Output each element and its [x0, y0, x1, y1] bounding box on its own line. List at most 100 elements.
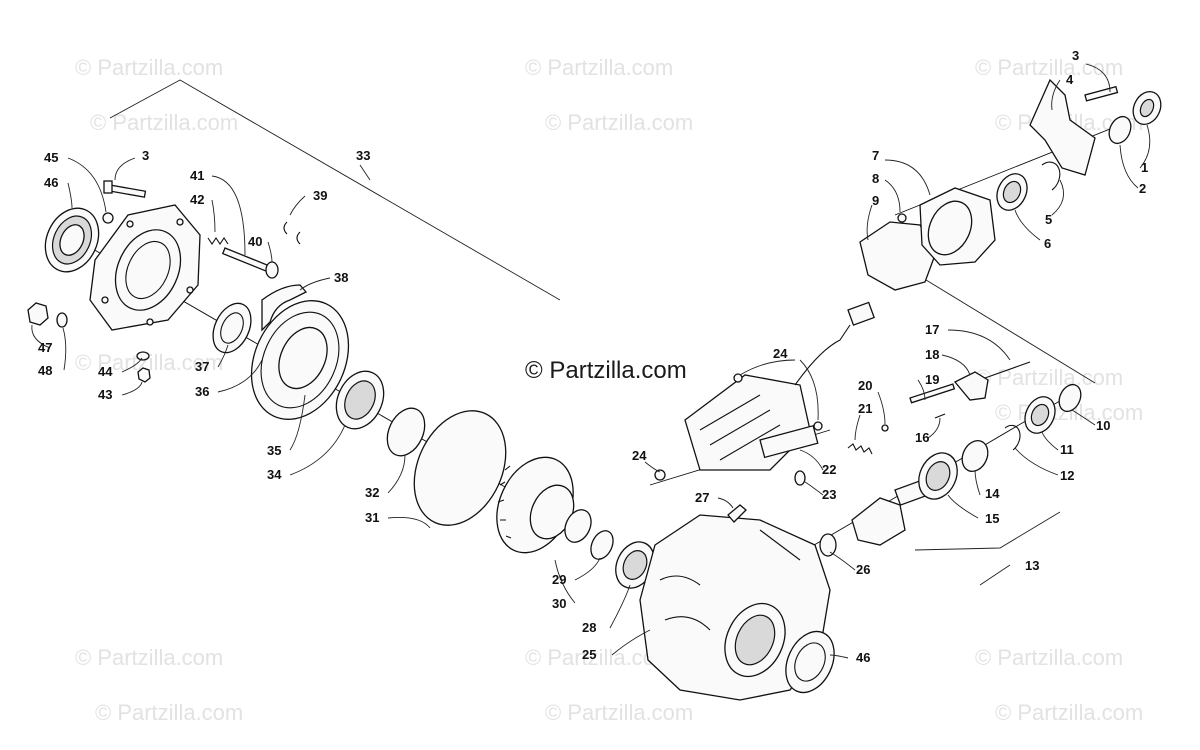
callout-3-left: 3 [142, 148, 149, 163]
leader-25 [611, 629, 651, 656]
bearing-15-inner [925, 461, 951, 491]
pins-39 [283, 221, 301, 245]
cover-bolt-hole [176, 218, 184, 226]
leader-18 [941, 354, 971, 376]
cover-bolt-hole [126, 220, 134, 228]
watermark: © Partzilla.com [995, 700, 1143, 725]
watermark: © Partzilla.com [95, 700, 243, 725]
watermark: © Partzilla.com [975, 365, 1123, 390]
drain-plug-47 [27, 302, 49, 326]
leader-24a [739, 359, 796, 376]
gasket-9 [859, 221, 936, 291]
bearing-35-inner [344, 380, 376, 420]
seal-46-right-inner [794, 642, 826, 682]
actuator-assembly-22 [654, 301, 875, 486]
callout-30: 30 [552, 596, 566, 611]
callout-15: 15 [985, 511, 999, 526]
bolt-3 [108, 184, 147, 198]
shim-32 [386, 407, 426, 457]
leader-24b [799, 359, 819, 421]
actuator-wire [794, 324, 851, 386]
ball-20 [881, 424, 889, 432]
bracket-13-tick [979, 564, 1011, 586]
callout-44: 44 [98, 364, 113, 379]
leader-lines [31, 63, 1151, 659]
spring-21 [847, 443, 873, 455]
bearing-28-inner [622, 550, 648, 580]
spacer-14 [961, 439, 989, 473]
bearing-11-inner [1030, 403, 1050, 427]
callout-14: 14 [985, 486, 1000, 501]
leader-46b [829, 654, 849, 659]
watermark: © Partzilla.com [75, 55, 223, 80]
watermark: © Partzilla.com [545, 700, 693, 725]
callout-7: 7 [872, 148, 879, 163]
differential-assembly [496, 456, 655, 589]
leader-14 [974, 469, 981, 496]
actuator-detail [699, 394, 781, 461]
dowel-8 [897, 213, 907, 223]
fork-18 [953, 371, 989, 401]
callout-18: 18 [925, 347, 939, 362]
bracket-33 [109, 79, 561, 301]
callout-13: 13 [1025, 558, 1039, 573]
bolt-3-right [1084, 85, 1119, 102]
flange-1-inner [1139, 98, 1155, 118]
leader-23 [804, 481, 824, 496]
watermark: © Partzilla.com [975, 645, 1123, 670]
callout-27: 27 [695, 490, 709, 505]
left-cover-bore [114, 229, 182, 311]
ring-plate-36-slots [260, 311, 340, 409]
watermark-layer: © Partzilla.com © Partzilla.com © Partzi… [75, 55, 1143, 725]
snap-ring-5 [1041, 161, 1061, 191]
leader-3 [1085, 63, 1111, 93]
leader-6 [1014, 209, 1041, 241]
callout-3: 3 [1072, 48, 1079, 63]
leader-30 [554, 559, 576, 604]
callout-36: 36 [195, 384, 209, 399]
diff-hub [564, 509, 592, 543]
shaft-19 [909, 383, 956, 404]
callout-43: 43 [98, 387, 112, 402]
callout-23: 23 [822, 487, 836, 502]
washer-48 [56, 312, 68, 328]
leader-48 [62, 327, 67, 371]
callout-9: 9 [872, 193, 879, 208]
callout-28: 28 [582, 620, 596, 635]
leader-22 [799, 449, 824, 471]
main-housing-25 [639, 504, 837, 701]
callout-6: 6 [1044, 236, 1051, 251]
group-brackets [109, 79, 1096, 586]
bolt-43 [137, 367, 151, 383]
callout-26: 26 [856, 562, 870, 577]
callout-40: 40 [248, 234, 262, 249]
washer-44 [136, 351, 150, 361]
actuator-connector [847, 301, 875, 326]
callout-46: 46 [44, 175, 58, 190]
callout-41: 41 [190, 168, 204, 183]
callout-2: 2 [1139, 181, 1146, 196]
leader-32 [387, 454, 406, 494]
center-watermark: © Partzilla.com [525, 357, 687, 384]
bolt-24 [733, 373, 743, 383]
o-ring-23 [794, 470, 806, 486]
leader-12 [1014, 447, 1059, 476]
leader-20 [877, 391, 886, 425]
callout-39: 39 [313, 188, 327, 203]
leader-16 [927, 417, 941, 439]
housing-ribs [659, 529, 801, 631]
callout-37: 37 [195, 359, 209, 374]
callout-42: 42 [190, 192, 204, 207]
housing-bore-inner [734, 614, 776, 666]
callout-16: 16 [915, 430, 929, 445]
leader-17 [947, 329, 1011, 361]
watermark: © Partzilla.com [90, 110, 238, 135]
callout-25: 25 [582, 647, 596, 662]
callout-48: 48 [38, 363, 52, 378]
leader-35 [289, 394, 306, 451]
leader-45 [67, 157, 107, 213]
cover-bolt-hole [186, 286, 194, 294]
snap-ring-12 [1004, 424, 1021, 451]
callout-38: 38 [334, 270, 348, 285]
leader-47 [31, 324, 51, 349]
